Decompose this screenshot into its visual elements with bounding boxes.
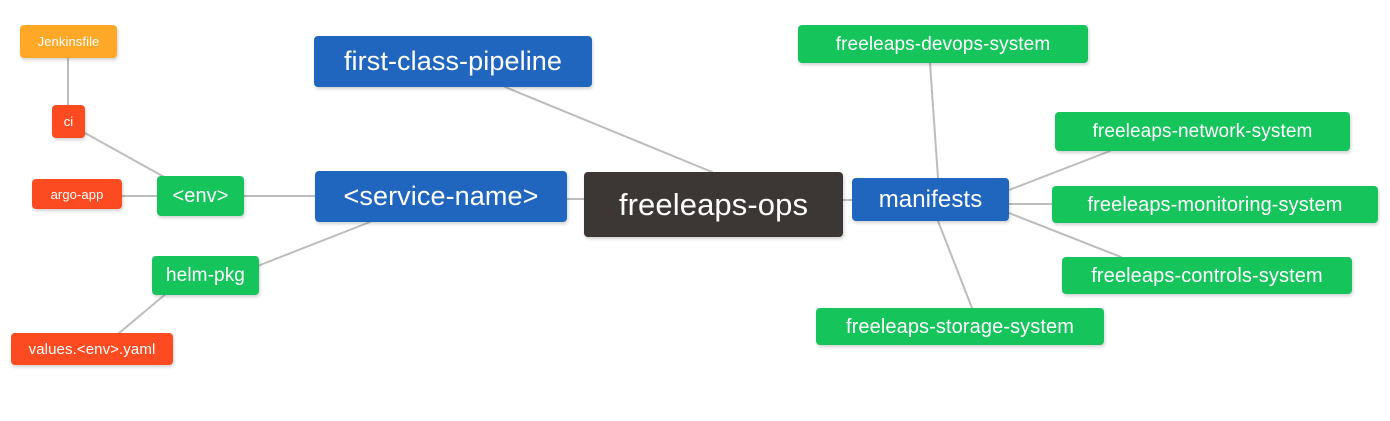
node-monitoring-system[interactable]: freeleaps-monitoring-system <box>1052 186 1378 223</box>
node-controls-system[interactable]: freeleaps-controls-system <box>1062 257 1352 294</box>
edge-manifests-to-network-system <box>1008 150 1111 191</box>
node-storage-system[interactable]: freeleaps-storage-system <box>816 308 1104 345</box>
edge-ci-to-env <box>84 132 167 179</box>
node-manifests[interactable]: manifests <box>852 178 1009 221</box>
edge-manifests-to-storage-system <box>937 220 973 309</box>
edge-helm-pkg-to-values-yaml <box>117 291 169 335</box>
node-argo-app[interactable]: argo-app <box>32 179 122 209</box>
node-first-class[interactable]: first-class-pipeline <box>314 36 592 87</box>
node-ci[interactable]: ci <box>52 105 85 138</box>
node-jenkinsfile[interactable]: Jenkinsfile <box>20 25 117 58</box>
node-helm-pkg[interactable]: helm-pkg <box>152 256 259 295</box>
edge-service-name-to-helm-pkg <box>254 221 371 268</box>
node-freeleaps-ops[interactable]: freeleaps-ops <box>584 172 843 237</box>
node-service-name[interactable]: <service-name> <box>315 171 567 222</box>
node-env[interactable]: <env> <box>157 176 244 216</box>
node-values-yaml[interactable]: values.<env>.yaml <box>11 333 173 365</box>
edge-devops-system-to-manifests <box>929 62 939 179</box>
node-devops-system[interactable]: freeleaps-devops-system <box>798 25 1088 63</box>
node-network-system[interactable]: freeleaps-network-system <box>1055 112 1350 151</box>
edge-first-class-to-freeleaps-ops <box>504 86 713 173</box>
